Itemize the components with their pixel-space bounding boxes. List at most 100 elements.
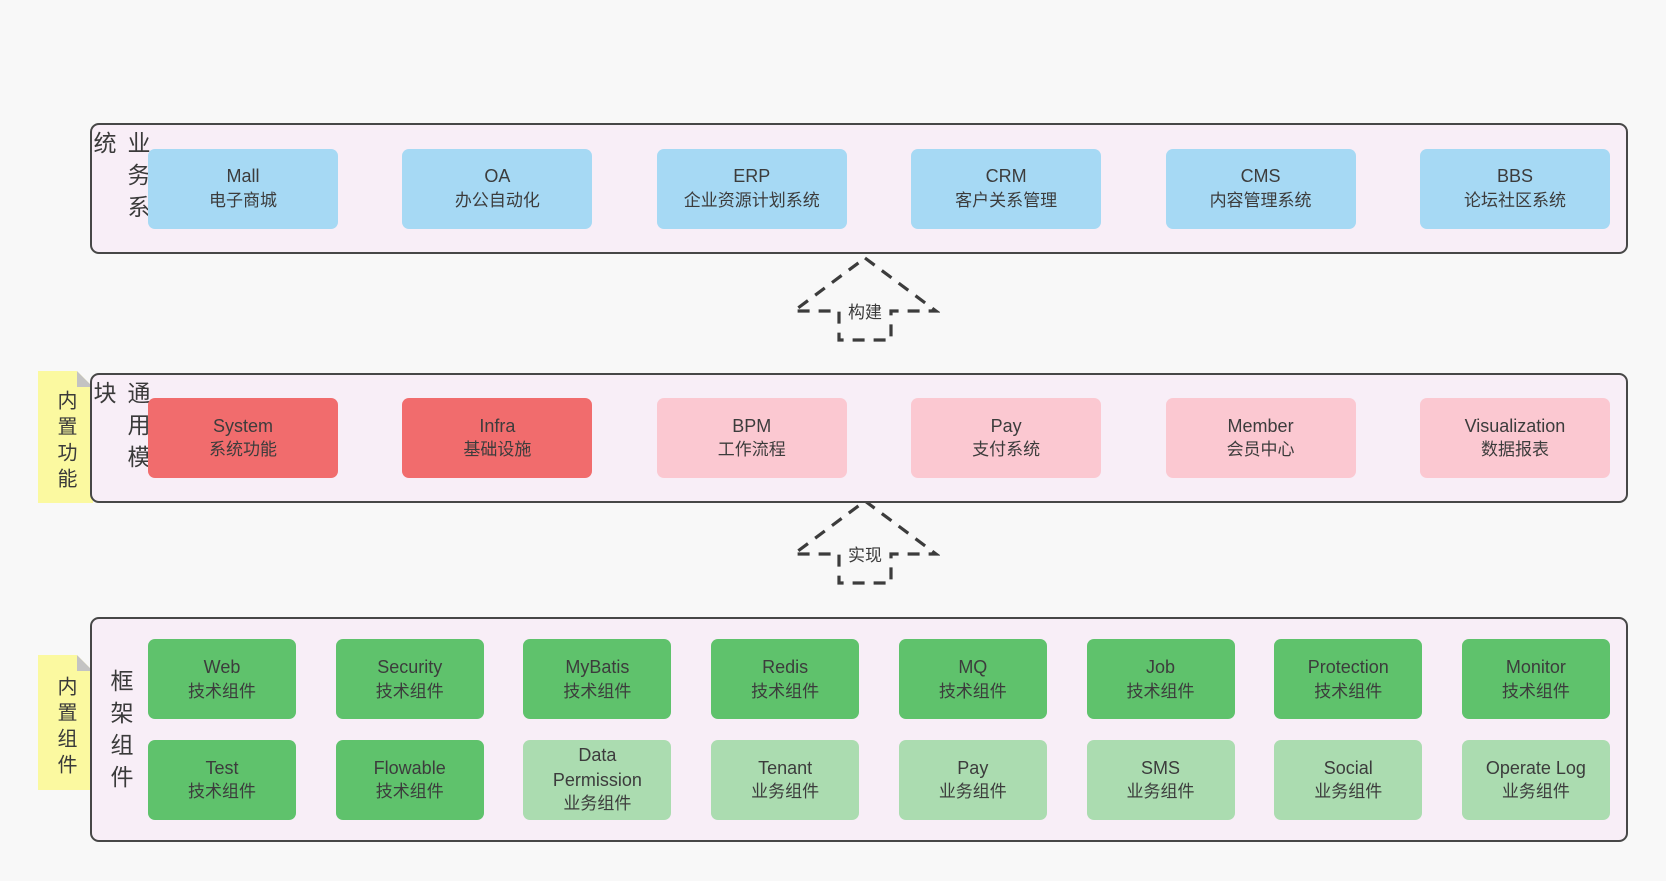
module-box-sms: SMS 业务组件: [1086, 739, 1235, 820]
module-name: BBS: [1496, 166, 1533, 187]
module-name: OA: [484, 166, 511, 187]
module-box-protection: Protection 技术组件: [1274, 639, 1423, 720]
module-desc: 支付系统: [972, 440, 1041, 460]
module-desc: 工作流程: [717, 440, 786, 460]
sticky-note-built-in-features: 内置功能: [38, 371, 93, 503]
module-desc: 技术组件: [375, 781, 444, 801]
sticky-note-built-in-components: 内置组件: [38, 655, 93, 790]
module-desc: 论坛社区系统: [1463, 190, 1566, 210]
module-desc: 基础设施: [463, 440, 532, 460]
module-desc: 技术组件: [1126, 681, 1195, 701]
module-name: BPM: [732, 415, 772, 436]
module-rows: System 系统功能 Infra 基础设施 BPM 工作流程 Pay 支付系统 Member 会…: [148, 375, 1626, 501]
module-name: Visualization: [1464, 415, 1566, 436]
module-desc: 技术组件: [1501, 681, 1570, 701]
module-box-visualization: Visualization 数据报表: [1419, 398, 1610, 478]
module-desc: 技术组件: [188, 681, 256, 701]
module-desc: 业务组件: [1126, 781, 1195, 801]
module-box-oa: OA 办公自动化: [402, 148, 593, 229]
module-name: MyBatis: [565, 657, 630, 678]
module-box-job: Job 技术组件: [1086, 639, 1235, 720]
arrow-label-implement: 实现: [845, 541, 885, 566]
module-box-security: Security 技术组件: [335, 639, 484, 720]
section-label-framework-components: 框架组件: [107, 668, 133, 797]
module-box-bbs: BBS 论坛社区系统: [1419, 148, 1610, 229]
module-desc: 技术组件: [563, 681, 632, 701]
module-name: Monitor: [1505, 657, 1566, 678]
module-name: Protection: [1307, 657, 1389, 678]
note-text: 内置组件: [54, 675, 76, 780]
module-name: CRM: [985, 166, 1027, 187]
module-box-crm: CRM 客户关系管理: [911, 148, 1102, 229]
module-desc: 客户关系管理: [955, 190, 1058, 210]
note-text: 内置功能: [54, 390, 76, 494]
module-box-data-permission: Data Permission 业务组件: [523, 739, 672, 820]
module-name: Mall: [226, 166, 260, 187]
module-desc: 业务组件: [751, 781, 820, 801]
module-name: Job: [1146, 657, 1176, 678]
module-desc: 业务组件: [563, 794, 632, 814]
module-box-bpm: BPM 工作流程: [656, 398, 847, 478]
module-box-infra: Infra 基础设施: [402, 398, 593, 478]
module-box-monitor: Monitor 技术组件: [1461, 639, 1610, 720]
module-box-social: Social 业务组件: [1274, 739, 1423, 820]
module-box-erp: ERP 企业资源计划系统: [656, 148, 847, 229]
arrow-label-build: 构建: [845, 298, 885, 323]
build-arrow: 构建: [790, 254, 940, 344]
module-name: MQ: [958, 657, 988, 678]
module-desc: 办公自动化: [454, 190, 540, 210]
module-name: CMS: [1240, 166, 1281, 187]
module-box-mq: MQ 技术组件: [898, 639, 1047, 720]
module-desc: 业务组件: [1501, 781, 1570, 801]
module-desc: 企业资源计划系统: [683, 190, 820, 210]
module-name: Flowable: [373, 757, 446, 778]
module-desc: 技术组件: [1314, 681, 1383, 701]
module-name: Social: [1323, 757, 1373, 778]
implement-arrow: 实现: [790, 497, 940, 587]
module-desc: 技术组件: [938, 681, 1007, 701]
module-name: Test: [205, 757, 239, 778]
module-name: SMS: [1141, 757, 1181, 778]
module-desc: 业务组件: [938, 781, 1007, 801]
module-box-system: System 系统功能: [148, 398, 338, 478]
module-box-flowable: Flowable 技术组件: [335, 739, 484, 820]
module-name: Tenant: [758, 757, 813, 778]
module-box-test: Test 技术组件: [148, 739, 296, 820]
module-box-operate-log: Operate Log 业务组件: [1461, 739, 1610, 820]
module-desc: 数据报表: [1480, 440, 1549, 460]
module-desc: 技术组件: [751, 681, 820, 701]
module-desc: 会员中心: [1226, 440, 1295, 460]
module-box-pay: Pay 业务组件: [898, 739, 1047, 820]
module-name: Pay: [990, 415, 1022, 436]
module-name: System: [212, 415, 273, 436]
module-desc: 技术组件: [188, 781, 256, 801]
module-name: Security: [377, 657, 443, 678]
module-box-mybatis: MyBatis 技术组件: [523, 639, 672, 720]
module-name: Data Permission: [552, 745, 642, 790]
module-name: Web: [203, 657, 241, 678]
module-desc: 技术组件: [375, 681, 444, 701]
module-box-member: Member 会员中心: [1165, 398, 1356, 478]
module-box-web: Web 技术组件: [148, 639, 296, 720]
module-name: Infra: [479, 415, 516, 436]
module-desc: 系统功能: [209, 440, 277, 460]
module-row: Test 技术组件 Flowable 技术组件 Data Permission 业务组件 T…: [148, 739, 1610, 820]
module-row: System 系统功能 Infra 基础设施 BPM 工作流程 Pay 支付系统 Member 会…: [148, 398, 1610, 478]
module-name: Pay: [957, 757, 989, 778]
module-name: Operate Log: [1485, 757, 1586, 778]
module-desc: 业务组件: [1314, 781, 1383, 801]
module-name: Member: [1227, 415, 1294, 436]
module-name: ERP: [733, 166, 771, 187]
section-label-business-systems: 业务系统: [90, 131, 150, 227]
